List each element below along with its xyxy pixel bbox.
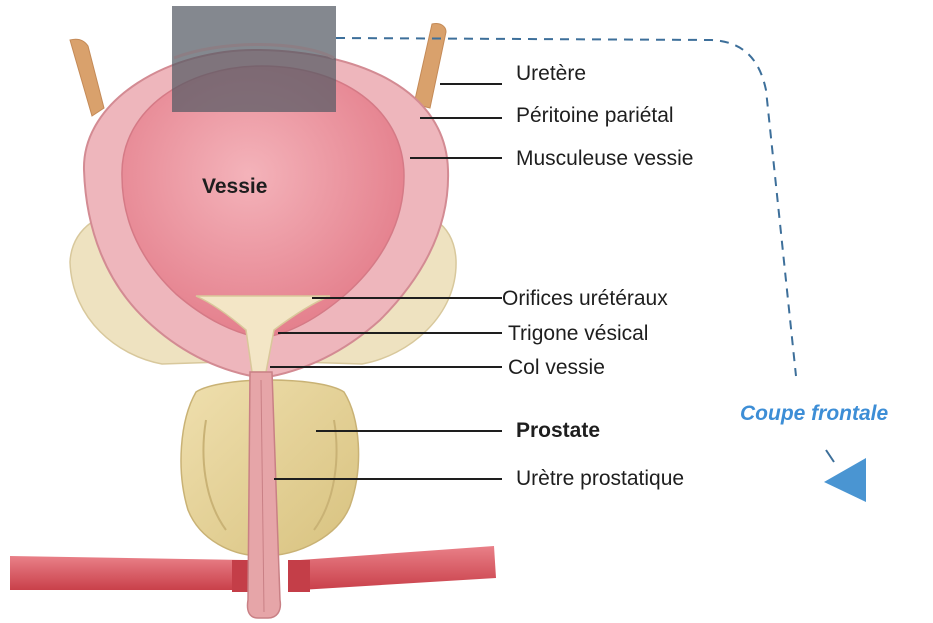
label-orifices: Orifices urétéraux: [502, 287, 668, 310]
label-coupe-frontale: Coupe frontale: [740, 402, 888, 425]
section-plane-box: [172, 6, 336, 112]
coupe-arrow-head-icon: [824, 458, 866, 502]
label-uretre: Urètre prostatique: [516, 467, 684, 490]
ureter-right: [414, 23, 446, 108]
label-vessie: Vessie: [202, 175, 267, 198]
ureter-left: [70, 39, 104, 116]
label-musculeuse: Musculeuse vessie: [516, 147, 693, 170]
label-peritoine: Péritoine pariétal: [516, 104, 674, 127]
section-dashed-tail: [826, 450, 834, 462]
label-uretere: Uretère: [516, 62, 586, 85]
label-prostate: Prostate: [516, 419, 600, 442]
label-col: Col vessie: [508, 356, 605, 379]
label-trigone: Trigone vésical: [508, 322, 648, 345]
